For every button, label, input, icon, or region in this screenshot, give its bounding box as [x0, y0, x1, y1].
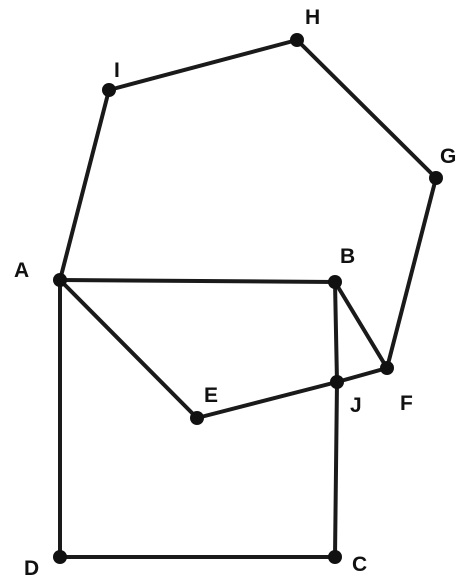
vertex-label-f: F [400, 392, 413, 415]
vertices-layer [53, 33, 443, 564]
edge-ae [58, 278, 199, 420]
vertex-e [190, 411, 204, 425]
edges-layer [58, 38, 438, 559]
labels-layer: A B C D E F G H I J [14, 6, 456, 580]
edge-jf [335, 366, 389, 384]
edge-ab [58, 278, 337, 284]
edge-fg [385, 176, 438, 370]
vertex-f [380, 361, 394, 375]
vertex-label-e: E [204, 384, 218, 407]
edge-ej [195, 380, 339, 420]
edge-jc [333, 380, 339, 559]
edge-hi [107, 38, 299, 92]
edge-ia [58, 88, 111, 282]
vertex-label-h: H [305, 6, 320, 29]
vertex-j [330, 375, 344, 389]
edge-bf [333, 280, 389, 370]
vertex-label-g: G [440, 145, 456, 168]
vertex-b [328, 275, 342, 289]
vertex-label-c: C [352, 553, 367, 576]
vertex-label-d: D [24, 557, 39, 580]
edge-bj [333, 280, 339, 384]
vertex-g [429, 171, 443, 185]
vertex-i [102, 83, 116, 97]
vertex-d [53, 550, 67, 564]
vertex-a [53, 273, 67, 287]
vertex-h [290, 33, 304, 47]
vertex-label-a: A [14, 259, 29, 282]
vertex-label-j: J [350, 394, 362, 417]
vertex-c [328, 550, 342, 564]
vertex-label-i: I [114, 59, 120, 82]
vertex-label-b: B [340, 245, 355, 268]
edge-gh [295, 38, 438, 180]
